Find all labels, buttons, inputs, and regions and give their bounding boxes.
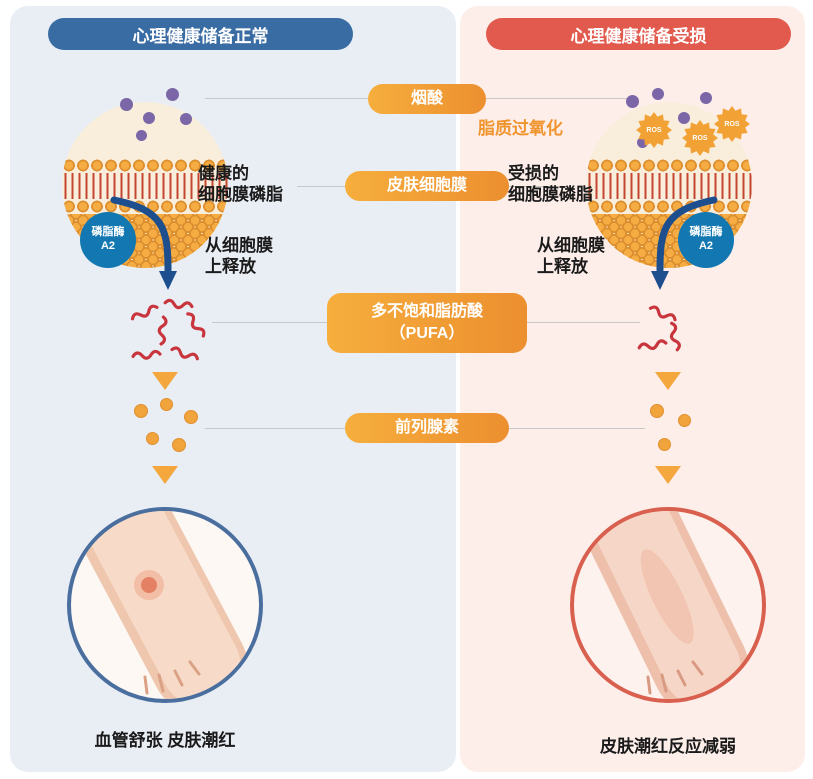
connector-niacin-right xyxy=(486,98,628,99)
lipid-tail-row-icon xyxy=(586,173,752,199)
pufa-molecule-icon xyxy=(130,304,159,321)
pufa-molecule-icon xyxy=(648,305,677,322)
arm-icon xyxy=(579,511,749,699)
damaged-phospholipid-line2: 细胞膜磷脂 xyxy=(508,185,593,205)
healthy-phospholipid-line2: 细胞膜磷脂 xyxy=(198,185,283,205)
badge-skin-cell-membrane: 皮肤细胞膜 xyxy=(345,171,509,201)
healthy-phospholipid-label: 健康的 细胞膜磷脂 xyxy=(198,163,283,206)
badge-pufa: 多不饱和脂肪酸 （PUFA） xyxy=(327,293,527,353)
niacin-molecule-icon xyxy=(143,112,155,124)
connector-prostaglandin-left xyxy=(205,428,345,429)
connector-pufa-left xyxy=(212,322,327,323)
arm-icon xyxy=(72,511,248,699)
phospholipase-a2-badge-left: 磷脂酶 A2 xyxy=(80,212,136,268)
release-line1: 从细胞膜 xyxy=(537,236,605,255)
release-curved-arrow-icon xyxy=(110,196,177,290)
damaged-phospholipid-label: 受损的 细胞膜磷脂 xyxy=(508,163,593,206)
lipid-tail-row-icon xyxy=(62,173,228,199)
pufa-molecule-icon xyxy=(157,315,168,346)
badge-membrane-label: 皮肤细胞膜 xyxy=(386,177,467,195)
arm-flush-illustration-right xyxy=(570,507,766,703)
damaged-phospholipid-line1: 受损的 xyxy=(508,164,559,183)
down-arrow-icon xyxy=(152,466,178,484)
niacin-molecule-icon xyxy=(166,88,179,101)
lipid-head-row-icon xyxy=(62,158,228,173)
pufa-molecule-icon xyxy=(170,346,199,361)
lipid-peroxidation-label: 脂质过氧化 xyxy=(478,119,563,138)
prostaglandin-dot-icon xyxy=(146,432,159,445)
badge-prostaglandin: 前列腺素 xyxy=(345,413,509,443)
niacin-molecule-icon xyxy=(678,112,690,124)
niacin-molecule-icon xyxy=(637,137,648,148)
release-curved-arrow-icon xyxy=(651,196,718,290)
niacin-molecule-icon xyxy=(700,92,712,104)
niacin-molecule-icon xyxy=(180,113,192,125)
arm-flush-illustration-left xyxy=(67,507,263,703)
enzyme-label-line2: A2 xyxy=(100,240,116,252)
down-arrow-icon xyxy=(152,372,178,390)
badge-pufa-line2: （PUFA） xyxy=(389,325,465,342)
prostaglandin-dot-icon xyxy=(650,404,664,418)
header-normal-label: 心理健康储备正常 xyxy=(132,26,269,46)
caption-vasodilation-flush: 血管舒张 皮肤潮红 xyxy=(94,731,236,750)
enzyme-label-line1: 磷脂酶 xyxy=(91,226,125,239)
connector-membrane-left xyxy=(297,186,345,187)
connector-pufa-right xyxy=(527,322,640,323)
header-impaired-reserve: 心理健康储备受损 xyxy=(486,18,791,50)
down-arrow-icon xyxy=(655,372,681,390)
badge-prostaglandin-label: 前列腺素 xyxy=(394,419,459,437)
release-line2: 上释放 xyxy=(205,257,256,277)
pufa-molecule-icon xyxy=(669,321,681,352)
header-impaired-label: 心理健康储备受损 xyxy=(570,26,707,46)
pufa-molecule-icon xyxy=(131,349,162,360)
connector-niacin-left xyxy=(205,98,368,99)
phospholipase-a2-badge-right: 磷脂酶 A2 xyxy=(678,212,734,268)
enzyme-label-line2: A2 xyxy=(698,240,714,252)
release-label-left: 从细胞膜 上释放 xyxy=(205,235,273,278)
prostaglandin-dot-icon xyxy=(134,404,148,418)
down-arrow-icon xyxy=(655,466,681,484)
pufa-molecule-icon xyxy=(637,339,668,350)
niacin-molecule-icon xyxy=(120,98,133,111)
release-label-right: 从细胞膜 上释放 xyxy=(537,235,605,278)
lipid-head-row-icon xyxy=(62,199,228,214)
niacin-molecule-icon xyxy=(626,95,639,108)
connector-membrane-right xyxy=(509,186,554,187)
niacin-molecule-icon xyxy=(136,130,147,141)
badge-niacin-label: 烟酸 xyxy=(410,90,443,108)
pufa-molecule-icon xyxy=(163,298,194,310)
badge-pufa-line1: 多不饱和脂肪酸 xyxy=(370,303,483,321)
ros-label: ROS xyxy=(692,134,708,142)
prostaglandin-dot-icon xyxy=(678,414,691,427)
release-line2: 上释放 xyxy=(537,257,588,277)
prostaglandin-dot-icon xyxy=(172,438,186,452)
prostaglandin-dot-icon xyxy=(184,410,198,424)
release-line1: 从细胞膜 xyxy=(205,236,273,255)
caption-reduced-flush: 皮肤潮红反应减弱 xyxy=(600,737,736,756)
header-normal-reserve: 心理健康储备正常 xyxy=(48,18,353,50)
lipid-head-row-icon xyxy=(586,158,752,173)
ros-label: ROS xyxy=(646,126,662,134)
niacin-molecule-icon xyxy=(652,88,664,100)
healthy-phospholipid-line1: 健康的 xyxy=(198,164,249,183)
ros-label: ROS xyxy=(724,120,740,128)
pufa-molecule-icon xyxy=(186,312,206,338)
enzyme-label-line1: 磷脂酶 xyxy=(689,226,723,239)
prostaglandin-dot-icon xyxy=(160,398,173,411)
connector-prostaglandin-right xyxy=(509,428,645,429)
badge-niacin: 烟酸 xyxy=(368,84,486,114)
prostaglandin-dot-icon xyxy=(658,438,671,451)
